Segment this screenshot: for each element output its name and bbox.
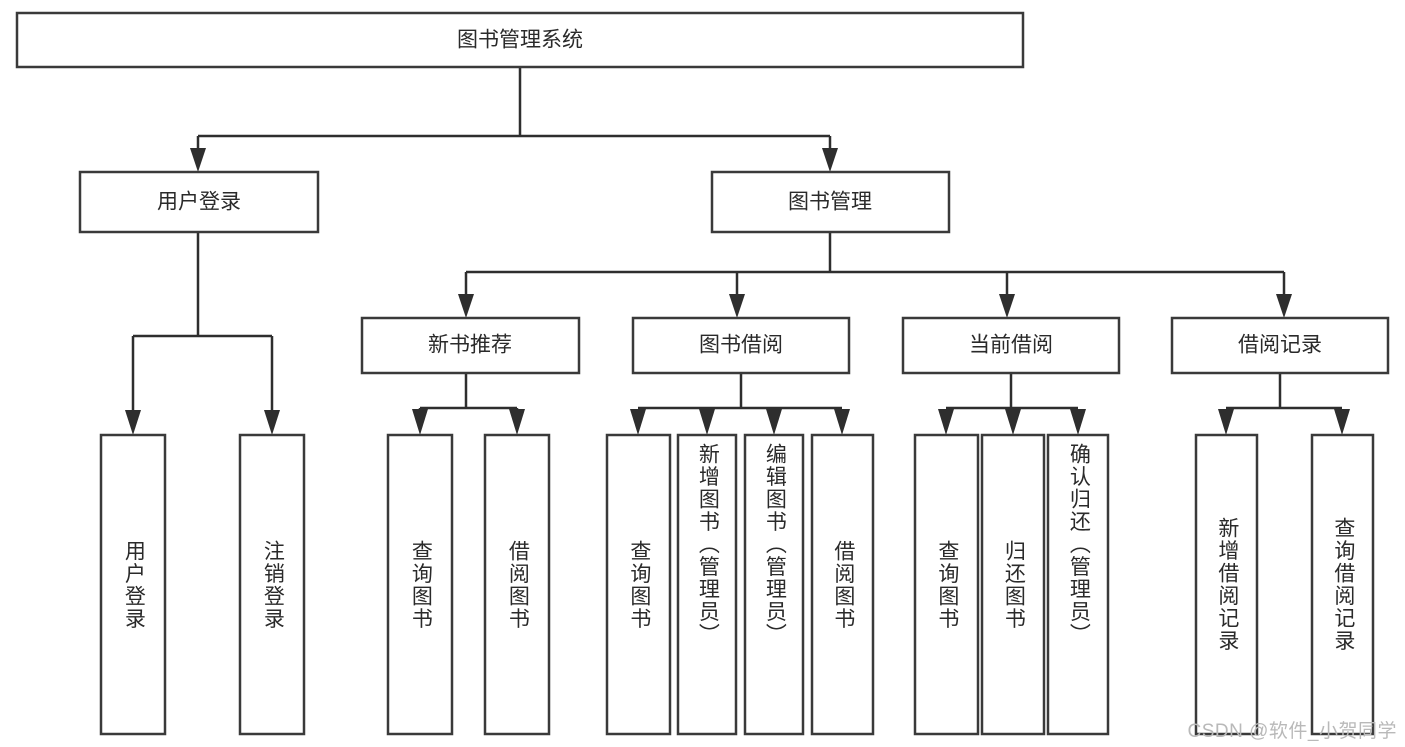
- leaf-box-return-book[interactable]: [980, 433, 1046, 736]
- arrowhead-leaf-add-book: [699, 409, 715, 435]
- arrowhead-leaf-query-record: [1334, 409, 1350, 435]
- arrowhead-borrow-record: [1276, 294, 1292, 318]
- node-current-borrow-box[interactable]: [901, 316, 1121, 375]
- connector-group-new-book-recommend: [412, 373, 525, 435]
- leaf-box-user-logout[interactable]: [238, 433, 306, 736]
- arrowhead-book-borrow: [729, 294, 745, 318]
- leaf-box-query-book-2[interactable]: [605, 433, 672, 736]
- connector-group-user-login: [125, 232, 280, 435]
- node-new-book-recommend-label: 新书推荐: [428, 334, 512, 357]
- leaf-box-borrow-book-2[interactable]: [810, 433, 875, 736]
- leaf-box-confirm-return[interactable]: [1046, 433, 1110, 736]
- arrowhead-leaf-query-book-1: [412, 409, 428, 435]
- arrowhead-user-login: [190, 148, 206, 172]
- leaf-box-query-book-3[interactable]: [913, 433, 980, 736]
- node-new-book-recommend[interactable]: 新书推荐: [360, 316, 581, 375]
- node-borrow-record-label: 借阅记录: [1238, 334, 1322, 357]
- arrowhead-leaf-add-record: [1218, 409, 1234, 435]
- connector-group-current-borrow: [938, 373, 1086, 435]
- node-book-manage-box[interactable]: [710, 170, 951, 234]
- connector-group-book-borrow: [630, 373, 850, 435]
- node-root-box[interactable]: [15, 11, 1025, 69]
- node-current-borrow-label: 当前借阅: [969, 334, 1053, 357]
- arrowhead-leaf-edit-book: [766, 409, 782, 435]
- node-user-login-label: 用户登录: [157, 191, 241, 214]
- arrowhead-leaf-borrow-book-2: [834, 409, 850, 435]
- leaf-box-add-record[interactable]: [1194, 433, 1259, 736]
- arrowhead-new-book-recommend: [458, 294, 474, 318]
- arrowhead-leaf-user-logout: [264, 410, 280, 435]
- node-root[interactable]: 图书管理系统: [15, 11, 1025, 69]
- node-current-borrow[interactable]: 当前借阅: [901, 316, 1121, 375]
- leaf-box-edit-book[interactable]: [743, 433, 805, 736]
- node-root-label: 图书管理系统: [457, 29, 583, 52]
- leaf-box-borrow-book-1[interactable]: [483, 433, 551, 736]
- node-book-manage[interactable]: 图书管理: [710, 170, 951, 234]
- connector-group-book-manage: [458, 232, 1292, 318]
- arrowhead-leaf-query-book-3: [938, 409, 954, 435]
- watermark-text: CSDN @软件_小贺同学: [1187, 721, 1397, 742]
- leaf-box-group: [99, 433, 1375, 736]
- arrowhead-current-borrow: [999, 294, 1015, 318]
- arrowhead-leaf-confirm-return: [1070, 409, 1086, 435]
- node-book-borrow-label: 图书借阅: [699, 334, 783, 357]
- node-book-borrow[interactable]: 图书借阅: [631, 316, 851, 375]
- leaf-box-query-book-1[interactable]: [386, 433, 454, 736]
- arrowhead-leaf-user-login: [125, 410, 141, 435]
- leaf-box-add-book[interactable]: [676, 433, 738, 736]
- node-user-login-box[interactable]: [78, 170, 320, 234]
- node-book-manage-label: 图书管理: [788, 191, 872, 214]
- node-new-book-recommend-box[interactable]: [360, 316, 581, 375]
- node-user-login[interactable]: 用户登录: [78, 170, 320, 234]
- arrowhead-leaf-borrow-book-1: [509, 409, 525, 435]
- node-borrow-record[interactable]: 借阅记录: [1170, 316, 1390, 375]
- connector-group-borrow-record: [1218, 373, 1350, 435]
- connector-group-root: [190, 67, 838, 172]
- arrowhead-leaf-return-book: [1005, 409, 1021, 435]
- leaf-box-query-record[interactable]: [1310, 433, 1375, 736]
- node-borrow-record-box[interactable]: [1170, 316, 1390, 375]
- arrowhead-book-manage: [822, 148, 838, 172]
- leaf-box-user-login[interactable]: [99, 433, 167, 736]
- arrowhead-leaf-query-book-2: [630, 409, 646, 435]
- node-book-borrow-box[interactable]: [631, 316, 851, 375]
